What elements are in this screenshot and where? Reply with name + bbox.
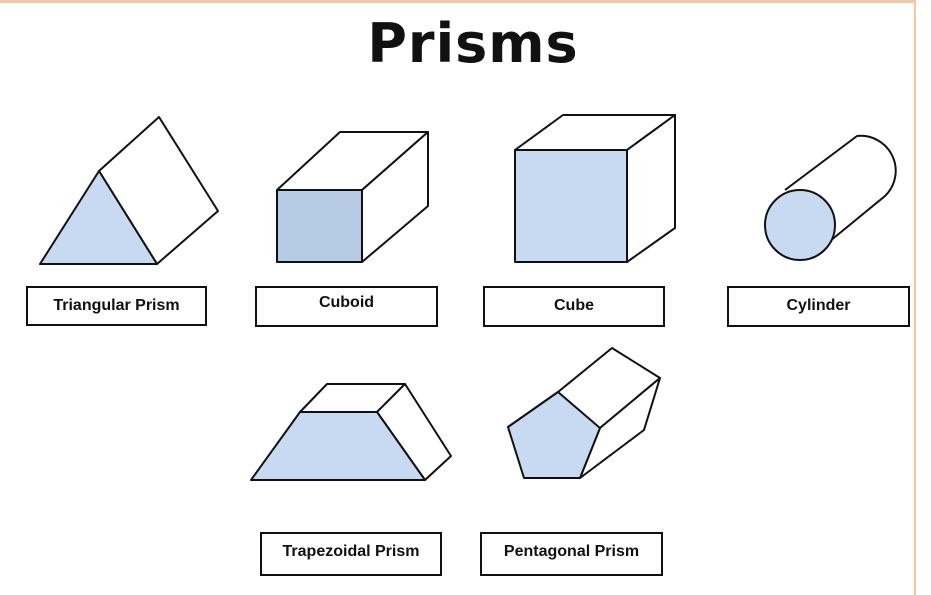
pentagonal-prism-shape xyxy=(507,347,661,479)
label-cuboid: Cuboid xyxy=(255,286,438,327)
top-border xyxy=(0,0,916,3)
label-trapezoidal-prism: Trapezoidal Prism xyxy=(260,532,442,576)
cube-shape xyxy=(514,114,676,263)
trapezoidal-prism-shape xyxy=(250,383,452,481)
label-pentagonal-prism: Pentagonal Prism xyxy=(480,532,663,576)
right-border xyxy=(914,0,916,595)
label-cube: Cube xyxy=(483,286,665,327)
label-triangular-prism: Triangular Prism xyxy=(26,286,207,326)
page-title: Prisms xyxy=(367,12,579,75)
cuboid-shape xyxy=(276,131,429,263)
triangular-prism-shape xyxy=(39,116,219,265)
cylinder-shape xyxy=(764,134,897,261)
label-cylinder: Cylinder xyxy=(727,286,910,327)
